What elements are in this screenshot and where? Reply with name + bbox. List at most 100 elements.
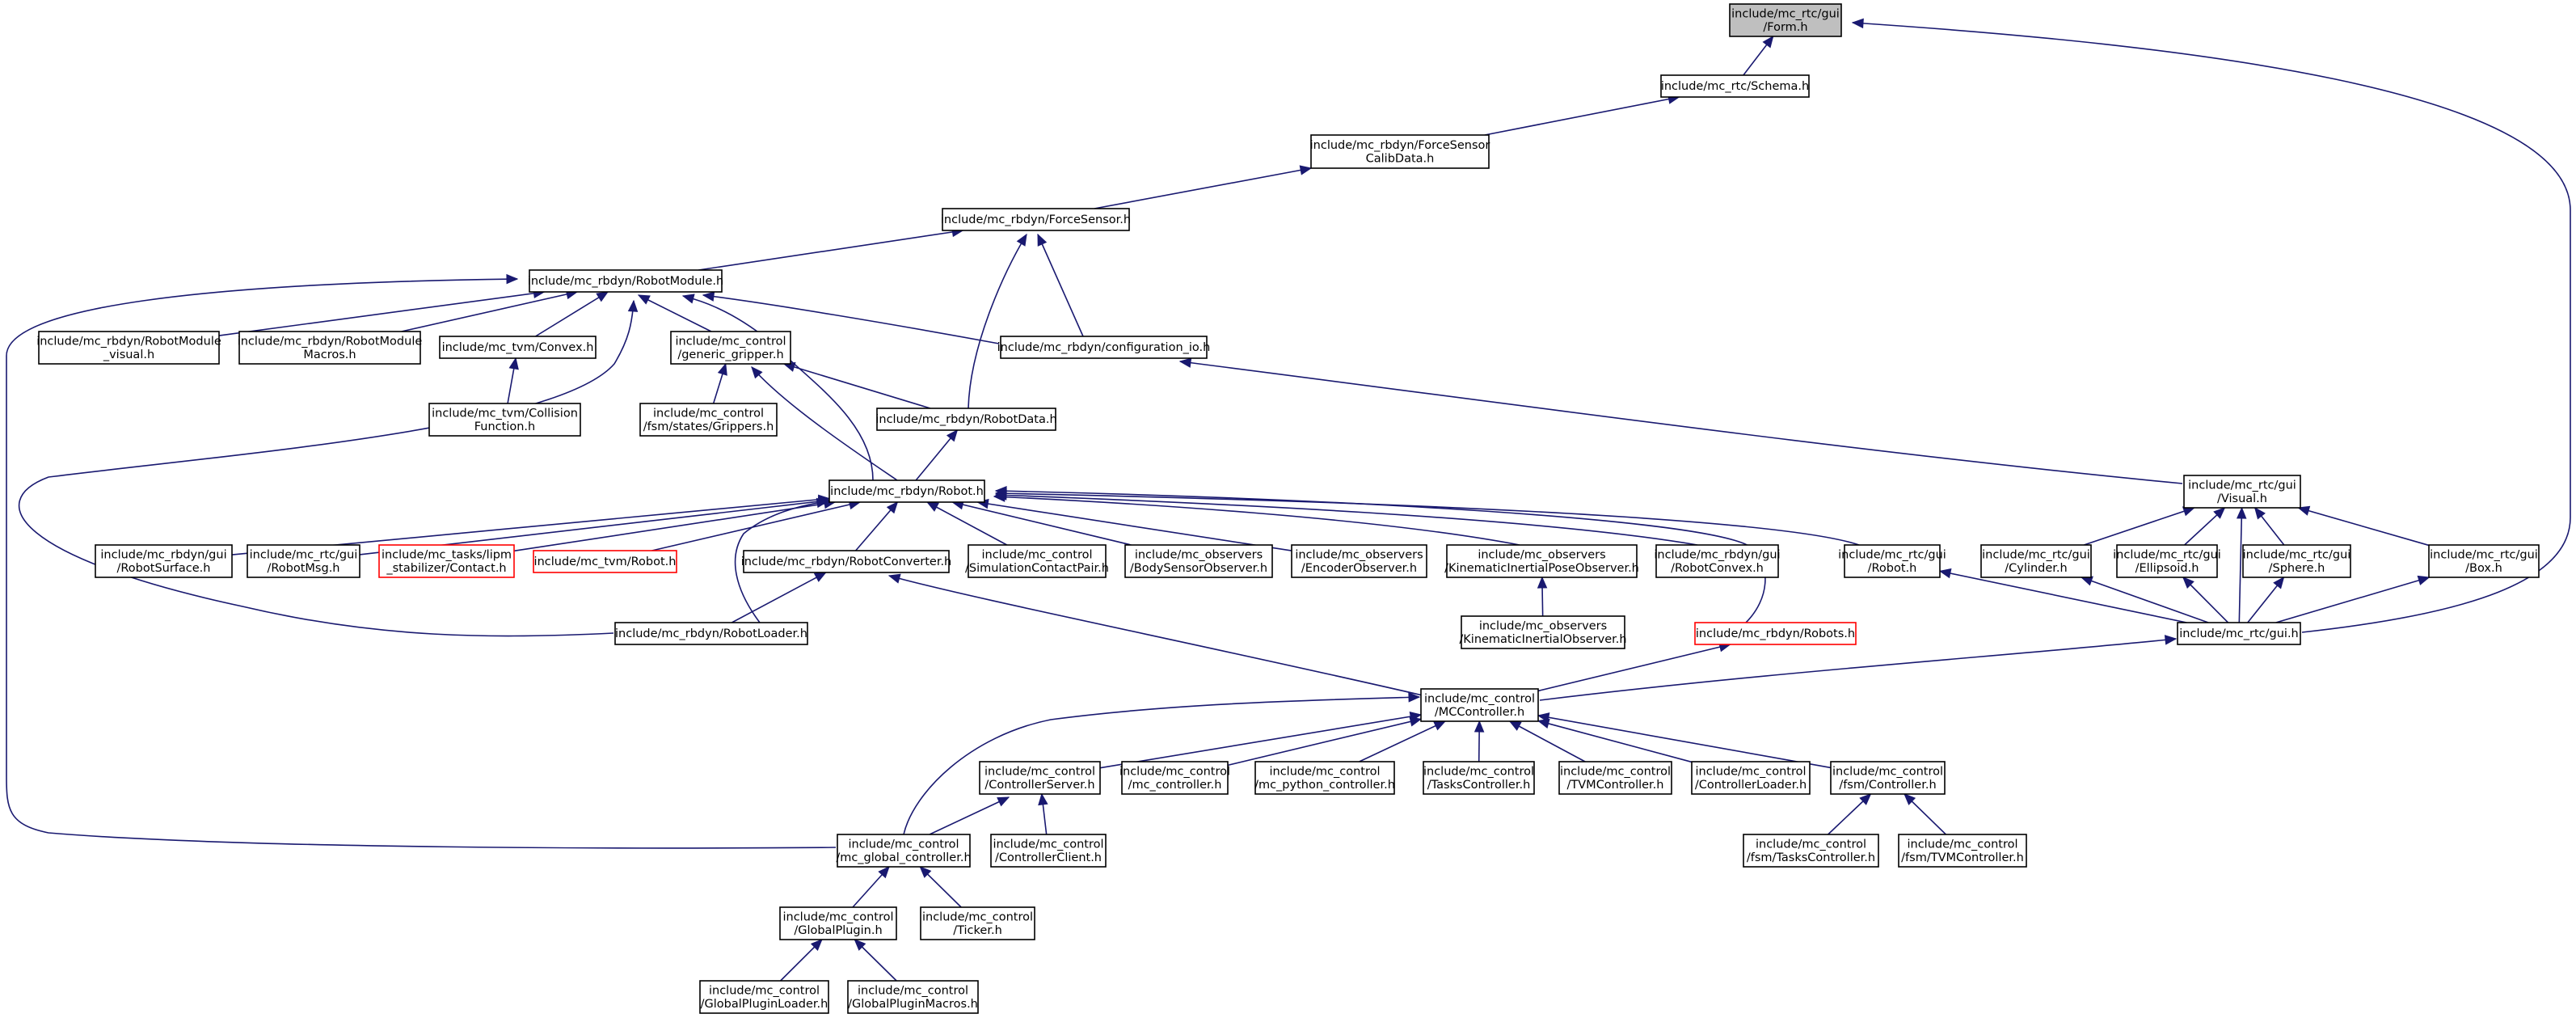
edge-fsmcontroller-to-mccontroller (1537, 712, 1832, 769)
node-label-line: include/mc_rbdyn/RobotModule (238, 335, 423, 348)
node-label-line: include/mc_tvm/Collision (432, 407, 578, 420)
file-node-rm_visual[interactable]: include/mc_rbdyn/RobotModule_visual.h (36, 331, 221, 365)
node-label-line: include/mc_rtc/gui (250, 548, 358, 561)
node-box (1291, 544, 1427, 578)
file-node-gui_cylinder[interactable]: include/mc_rtc/gui/Cylinder.h (1980, 544, 2092, 578)
file-node-robotloader[interactable]: include/mc_rbdyn/RobotLoader.h (614, 622, 808, 645)
node-box (699, 980, 829, 1014)
file-node-globalplugin[interactable]: include/mc_control/GlobalPlugin.h (779, 906, 897, 940)
file-node-mc_controller[interactable]: include/mc_control/mc_controller.h (1119, 761, 1230, 795)
arrowhead (997, 796, 1010, 807)
node-box (1980, 544, 2092, 578)
file-node-tvm_convex[interactable]: include/mc_tvm/Convex.h (439, 336, 597, 359)
edge-gui-to-gui_sphere (2247, 576, 2285, 623)
file-node-ticker[interactable]: include/mc_control/Ticker.h (920, 906, 1035, 940)
file-node-gen_gripper[interactable]: include/mc_control/generic_gripper.h (670, 331, 791, 365)
file-node-simcontact[interactable]: include/mc_control/SimulationContactPair… (965, 544, 1109, 578)
edge-gen_gripper-to-robotmodule (637, 294, 712, 332)
file-node-robotmsg[interactable]: include/mc_rtc/gui/RobotMsg.h (247, 544, 360, 578)
edge-line (1227, 718, 1422, 767)
node-label-line: /fsm/Controller.h (1839, 779, 1936, 792)
file-node-kinobs[interactable]: include/mc_observers/KinematicInertialOb… (1459, 615, 1627, 649)
node-label-line: include/mc_control (1832, 765, 1943, 778)
file-node-taskscontroller[interactable]: include/mc_control/TasksController.h (1423, 761, 1535, 795)
node-box (1000, 336, 1208, 359)
file-node-robotconvex[interactable]: include/mc_rbdyn/gui/RobotConvex.h (1654, 544, 1781, 578)
node-box (1743, 834, 1879, 868)
arrowhead (508, 357, 519, 370)
file-node-fsm_tasks[interactable]: include/mc_control/fsm/TasksController.h (1743, 834, 1879, 868)
node-label-line: /RobotSurface.h (117, 562, 211, 575)
file-node-gui_visual[interactable]: include/mc_rtc/gui/Visual.h (2183, 475, 2301, 509)
edge-line (995, 494, 1698, 546)
node-box (439, 336, 597, 359)
arrowhead (2213, 507, 2226, 519)
arrowhead (854, 939, 866, 951)
edge-gui_cylinder-to-gui_visual (2084, 506, 2195, 546)
edge-global_ctrl-to-mccontroller (903, 692, 1421, 835)
file-node-gui_sphere[interactable]: include/mc_rtc/gui/Sphere.h (2242, 544, 2351, 578)
node-label-line: include/mc_rtc/gui (2430, 548, 2538, 561)
file-node-gp_loader[interactable]: include/mc_control/GlobalPluginLoader.h (699, 980, 829, 1014)
arrowhead (925, 501, 939, 512)
file-node-fsmcontroller[interactable]: include/mc_control/fsm/Controller.h (1830, 761, 1946, 795)
file-node-robot[interactable]: include/mc_rbdyn/Robot.h (828, 479, 985, 503)
edge-mccontroller-to-robots (1537, 642, 1731, 692)
file-node-gui[interactable]: include/mc_rtc/gui.h (2177, 622, 2301, 645)
file-node-gui_ellipsoid[interactable]: include/mc_rtc/gui/Ellipsoid.h (2113, 544, 2221, 578)
edge-schema-to-form (1743, 35, 1774, 76)
edge-line (535, 291, 609, 337)
node-box (1691, 761, 1811, 795)
arrowhead (1859, 793, 1872, 805)
node-label-line: /Visual.h (2217, 492, 2267, 505)
file-node-config_io[interactable]: include/mc_rbdyn/configuration_io.h (997, 336, 1211, 359)
node-label-line: include/mc_control (1695, 765, 1806, 778)
file-node-bodysensorobs[interactable]: include/mc_observers/BodySensorObserver.… (1124, 544, 1273, 578)
edge-line (993, 496, 1520, 546)
file-node-global_ctrl[interactable]: include/mc_control/mc_global_controller.… (836, 834, 972, 868)
edge-forcesensor-to-fscalib (1094, 165, 1313, 209)
file-node-ctrlloader[interactable]: include/mc_control/ControllerLoader.h (1691, 761, 1811, 795)
file-node-ctrlclient[interactable]: include/mc_control/ControllerClient.h (990, 834, 1107, 868)
file-node-lipm_contact[interactable]: include/mc_tasks/lipm_stabilizer/Contact… (378, 544, 515, 578)
file-node-ctrlserver[interactable]: include/mc_control/ControllerServer.h (979, 761, 1101, 795)
file-node-gui_box[interactable]: include/mc_rtc/gui/Box.h (2428, 544, 2540, 578)
file-node-fsm_grippers[interactable]: include/mc_control/fsm/states/Grippers.h (639, 403, 778, 437)
file-node-robots[interactable]: include/mc_rbdyn/Robots.h (1694, 622, 1857, 645)
node-label-line: include/mc_tasks/lipm (382, 548, 512, 561)
arrowhead (810, 939, 823, 951)
file-node-tvmcontroller[interactable]: include/mc_control/TVMController.h (1558, 761, 1672, 795)
arrowhead (886, 501, 899, 514)
node-label-line: include/mc_rbdyn/Robot.h (830, 485, 984, 498)
edge-line (1537, 644, 1731, 692)
file-node-mc_python[interactable]: include/mc_control/mc_python_controller.… (1254, 761, 1395, 795)
file-node-robotmodule[interactable]: include/mc_rbdyn/RobotModule.h (528, 269, 723, 293)
file-node-forcesensor[interactable]: include/mc_rbdyn/ForceSensor.h (941, 208, 1131, 231)
file-node-robotconverter[interactable]: include/mc_rbdyn/RobotConverter.h (741, 550, 952, 573)
file-node-schema[interactable]: include/mc_rtc/Schema.h (1660, 74, 1810, 98)
file-node-fsm_tvm[interactable]: include/mc_control/fsm/TVMController.h (1898, 834, 2027, 868)
edge-robotmodule-to-forcesensor (698, 226, 964, 271)
node-box (1254, 761, 1395, 795)
node-box (1420, 688, 1539, 722)
edge-line (6, 278, 837, 849)
file-node-form[interactable]: include/mc_rtc/gui/Form.h (1729, 3, 1842, 37)
arrowhead (813, 572, 827, 582)
file-node-robotdata[interactable]: include/mc_rbdyn/RobotData.h (875, 408, 1057, 431)
node-box (990, 834, 1107, 868)
edge-line (1939, 570, 2187, 623)
file-node-tvm_robot[interactable]: include/mc_tvm/Robot.h (533, 550, 677, 573)
node-label-line: include/mc_control (653, 407, 764, 420)
file-node-mccontroller[interactable]: include/mc_control/MCController.h (1420, 688, 1539, 722)
edge-rm_visual-to-robotmodule (218, 288, 546, 336)
file-node-kinposeobs[interactable]: include/mc_observers/KinematicInertialPo… (1444, 544, 1639, 578)
file-node-gui_robot[interactable]: include/mc_rtc/gui/Robot.h (1838, 544, 1946, 578)
file-node-robotsurface[interactable]: include/mc_rbdyn/gui/RobotSurface.h (95, 544, 233, 578)
file-node-encoderobs[interactable]: include/mc_observers/EncoderObserver.h (1291, 544, 1427, 578)
node-box (614, 622, 808, 645)
edge-line (1509, 720, 1586, 762)
file-node-gp_macros[interactable]: include/mc_control/GlobalPluginMacros.h (847, 980, 979, 1014)
